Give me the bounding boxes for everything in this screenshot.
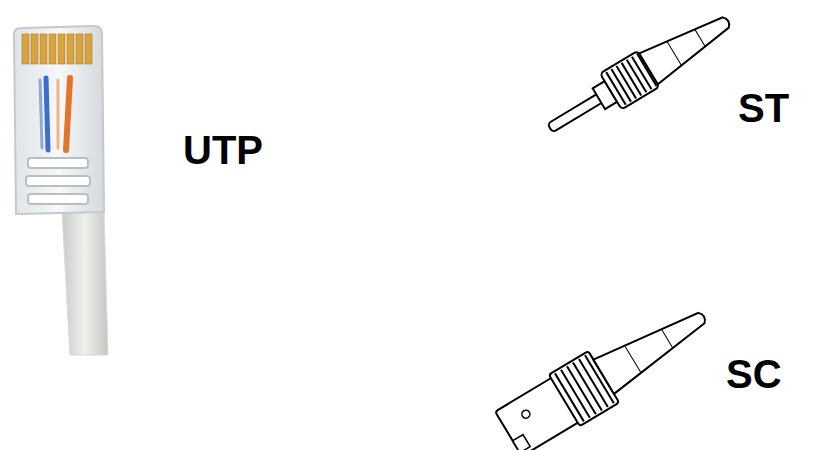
sc-connector — [493, 291, 719, 450]
grip-rib — [567, 366, 596, 414]
connector-label: ST — [738, 88, 789, 128]
grip-rib — [555, 373, 584, 421]
connector-label: UTP — [183, 130, 263, 170]
grip-rib — [561, 370, 590, 418]
rj45-plug — [14, 26, 108, 355]
connector-label: SC — [726, 354, 782, 394]
st-connector — [539, 3, 739, 146]
grip-rib — [573, 363, 602, 411]
